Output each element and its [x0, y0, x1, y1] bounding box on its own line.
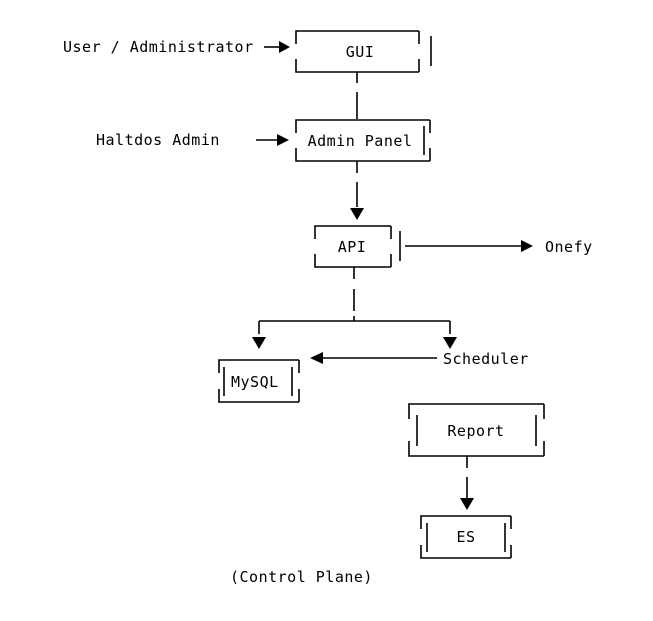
node-admin-panel-label: Admin Panel	[308, 132, 413, 150]
api-box-top-border	[314, 225, 391, 239]
node-es-label: ES	[456, 528, 475, 546]
scheduler-to-mysql-arrowhead	[310, 352, 323, 364]
gui-box-top-border	[295, 30, 419, 44]
node-report: Report	[408, 403, 545, 457]
node-gui-label: GUI	[346, 43, 375, 61]
node-report-label: Report	[447, 422, 504, 440]
user-to-gui-arrowhead	[279, 41, 290, 53]
node-api: API	[314, 225, 401, 268]
es-box-bottom-border	[420, 545, 511, 559]
report-box-bottom-border	[408, 441, 544, 457]
report-box-top-border	[408, 403, 544, 419]
admin-box-top-border	[295, 119, 430, 133]
admin-box-bottom-border	[295, 148, 430, 162]
node-admin-panel: Admin Panel	[295, 119, 431, 162]
es-box-top-border	[420, 515, 511, 529]
edge-user-to-gui	[264, 41, 290, 53]
node-es: ES	[420, 515, 512, 559]
api-fork-right-arrowhead	[443, 337, 457, 349]
edge-haltdos-to-admin	[256, 134, 289, 146]
admin-to-api-arrowhead	[350, 208, 364, 220]
api-fork-left-arrowhead	[252, 337, 266, 349]
haltdos-to-admin-arrowhead	[277, 134, 289, 146]
report-to-es-arrowhead	[460, 498, 474, 510]
node-api-label: API	[338, 238, 367, 256]
label-haltdos-admin: Haltdos Admin	[96, 131, 220, 149]
label-onefy: Onefy	[545, 238, 593, 256]
node-mysql-label: MySQL	[231, 373, 279, 391]
mysql-box-bottom-border	[218, 389, 299, 403]
label-user-administrator: User / Administrator	[63, 38, 254, 56]
api-box-bottom-border	[314, 254, 391, 268]
mysql-box-top-border	[218, 359, 299, 373]
node-mysql: MySQL	[218, 359, 300, 403]
diagram-caption: (Control Plane)	[230, 568, 373, 586]
label-scheduler: Scheduler	[443, 350, 529, 368]
edge-scheduler-to-mysql	[310, 352, 437, 364]
gui-box-bottom-border	[295, 59, 419, 73]
node-gui: GUI	[295, 30, 432, 73]
edge-api-to-onefy	[405, 240, 533, 252]
edge-admin-panel-to-api	[350, 161, 364, 220]
edge-api-fork	[252, 267, 457, 349]
edge-report-to-es	[460, 456, 474, 510]
api-to-onefy-arrowhead	[521, 240, 533, 252]
